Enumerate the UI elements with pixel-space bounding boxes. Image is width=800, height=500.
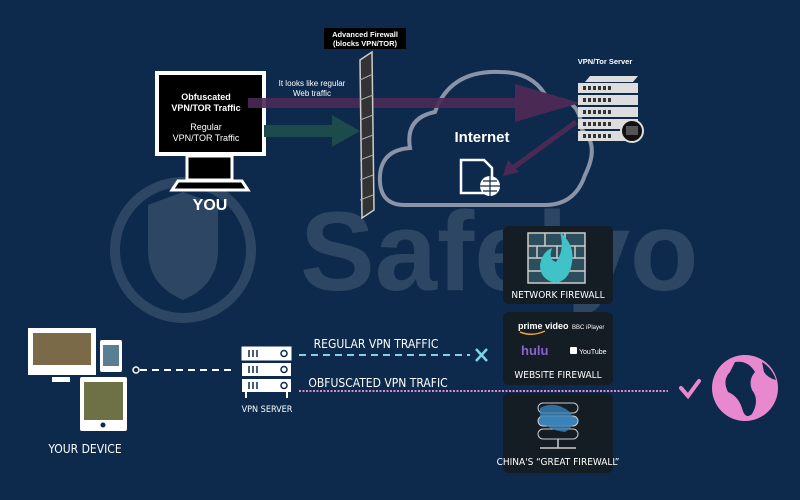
success-check-icon bbox=[679, 379, 701, 400]
regular-label-2: VPN/TOR Traffic bbox=[173, 133, 240, 143]
regular-vpn-traffic-label: REGULAR VPN TRAFFIC bbox=[314, 337, 439, 351]
website-firewall-card: prime video BBC iPlayer hulu YouTube WEB… bbox=[503, 312, 613, 385]
you-monitor-icon bbox=[155, 71, 266, 192]
hulu-logo: hulu bbox=[521, 343, 548, 358]
firewall-label-2: (blocks VPN/TOR) bbox=[333, 39, 398, 48]
return-arrow bbox=[503, 119, 578, 176]
you-label: YOU bbox=[193, 197, 228, 214]
globe-icon bbox=[712, 355, 778, 421]
obfuscated-label-2: VPN/TOR Traffic bbox=[171, 103, 240, 113]
vpn-server-label: VPN SERVER bbox=[242, 405, 293, 415]
obfuscated-vpn-traffic-label: OBFUSCATED VPN TRAFIC bbox=[308, 376, 447, 390]
looks-like-label-1: It looks like regular bbox=[279, 79, 346, 88]
china-firewall-card: CHINA'S “GREAT FIREWALL” bbox=[497, 393, 620, 473]
connection-node-icon bbox=[132, 366, 140, 374]
watermark-text: Safelyo bbox=[300, 189, 698, 314]
obfuscated-label-1: Obfuscated bbox=[181, 92, 231, 102]
china-firewall-label: CHINA'S “GREAT FIREWALL” bbox=[497, 457, 620, 468]
vpn-tor-server-icon bbox=[578, 76, 644, 143]
regular-traffic-arrow bbox=[264, 115, 360, 147]
advanced-firewall-wall-icon bbox=[359, 50, 375, 220]
firewall-label-1: Advanced Firewall bbox=[332, 30, 398, 39]
brick-wall-flame-icon bbox=[527, 232, 586, 284]
blocked-x-icon bbox=[475, 348, 488, 362]
internet-label: Internet bbox=[454, 129, 509, 146]
network-firewall-card: NETWORK FIREWALL bbox=[503, 226, 613, 304]
your-device-icon bbox=[28, 328, 127, 431]
network-firewall-label: NETWORK FIREWALL bbox=[511, 290, 604, 301]
website-firewall-label: WEBSITE FIREWALL bbox=[514, 370, 601, 381]
china-server-map-icon bbox=[537, 402, 579, 449]
youtube-logo: YouTube bbox=[579, 349, 607, 356]
vpn-tor-server-label: VPN/Tor Server bbox=[578, 57, 633, 66]
looks-like-label-2: Web traffic bbox=[293, 89, 331, 98]
prime-video-logo: prime video bbox=[518, 321, 569, 331]
your-device-label: YOUR DEVICE bbox=[47, 442, 122, 456]
obfuscated-traffic-arrow bbox=[248, 84, 580, 122]
regular-label-1: Regular bbox=[190, 122, 222, 132]
bbc-iplayer-logo: BBC iPlayer bbox=[572, 325, 604, 331]
internet-cloud-icon bbox=[377, 69, 594, 207]
web-document-icon bbox=[459, 158, 500, 196]
vpn-server-icon bbox=[241, 346, 292, 398]
